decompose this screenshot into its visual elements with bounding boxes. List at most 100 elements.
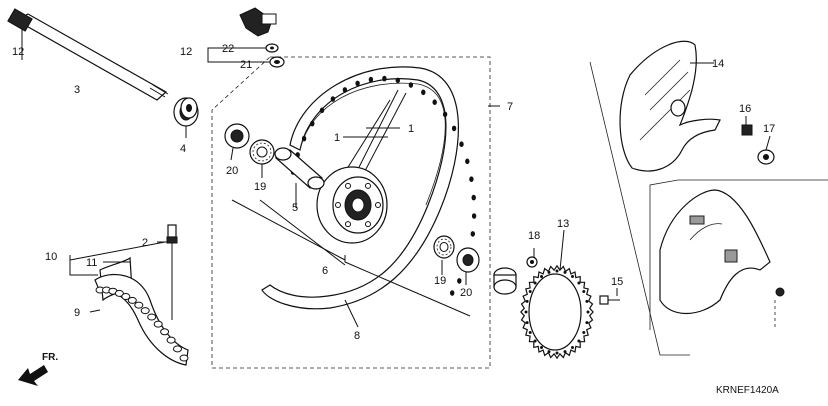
tread-knob bbox=[140, 307, 150, 315]
front-axle[interactable] bbox=[7, 8, 169, 101]
rim-hole bbox=[382, 75, 387, 82]
axle-collar[interactable] bbox=[173, 97, 199, 127]
rim[interactable] bbox=[261, 66, 477, 310]
valve-cap[interactable] bbox=[166, 224, 178, 244]
callout-3: 3 bbox=[74, 84, 80, 96]
brake-disc-holes bbox=[524, 269, 590, 355]
disc-hole bbox=[540, 275, 543, 278]
washer-22[interactable] bbox=[265, 43, 279, 53]
tread-knob bbox=[127, 296, 137, 304]
rim-spoke-holes bbox=[290, 75, 477, 296]
cover-detail-view bbox=[659, 189, 785, 330]
disc-hole bbox=[555, 269, 559, 273]
callout-14: 14 bbox=[712, 58, 724, 70]
disc-bolt[interactable] bbox=[599, 295, 620, 305]
tire-tread-knobs bbox=[95, 286, 189, 362]
rim-hole bbox=[408, 82, 414, 88]
disc-hole bbox=[563, 270, 567, 274]
brake-disc[interactable] bbox=[520, 264, 594, 360]
diagram-code: KRNEF1420A bbox=[716, 385, 779, 396]
rim-hole bbox=[457, 278, 462, 284]
tire[interactable] bbox=[94, 273, 189, 366]
rim-hole bbox=[421, 89, 426, 96]
disc-hole bbox=[571, 275, 574, 278]
bearing-right[interactable] bbox=[433, 235, 455, 259]
tread-knob bbox=[166, 336, 176, 344]
callout-20a: 20 bbox=[226, 165, 238, 177]
disc-hole bbox=[585, 299, 589, 303]
rim-hole bbox=[395, 77, 400, 84]
disc-hole bbox=[533, 281, 537, 285]
tread-knob bbox=[153, 320, 163, 328]
disc-hole bbox=[528, 290, 532, 293]
disc-hole bbox=[525, 321, 529, 325]
rim-hole bbox=[442, 111, 448, 118]
tread-knob bbox=[179, 354, 189, 362]
callout-1b: 1 bbox=[408, 123, 414, 135]
disc-hole bbox=[540, 346, 543, 349]
rim-hole bbox=[342, 87, 348, 93]
rim-hole bbox=[465, 158, 470, 165]
hub-disc-bolt-holes bbox=[335, 182, 381, 228]
disc-collar[interactable] bbox=[493, 267, 517, 295]
callout-7: 7 bbox=[507, 101, 513, 113]
rim-hole bbox=[368, 76, 374, 83]
tread-knob bbox=[173, 345, 182, 353]
tread-knob bbox=[160, 328, 170, 336]
rim-hole bbox=[470, 231, 475, 237]
rim-hole bbox=[471, 213, 477, 219]
cover-detail-frame bbox=[649, 179, 828, 330]
disc-hole bbox=[571, 346, 574, 349]
callout-20b: 20 bbox=[460, 287, 472, 299]
disc-hole bbox=[582, 331, 586, 334]
rim-hole bbox=[451, 125, 457, 132]
hub-bolt-hole bbox=[345, 182, 351, 189]
callout-9: 9 bbox=[74, 307, 80, 319]
cover-bolt[interactable] bbox=[741, 124, 753, 136]
tread-knob bbox=[121, 293, 131, 300]
disc-hole bbox=[585, 321, 589, 325]
hub-bolt-hole bbox=[335, 202, 341, 208]
disc-hole bbox=[524, 310, 528, 314]
hub-bolt-hole bbox=[375, 202, 381, 208]
dust-seal-left[interactable] bbox=[224, 123, 250, 149]
distance-collar[interactable] bbox=[274, 147, 325, 190]
tread-knob bbox=[147, 313, 157, 321]
rim-hole bbox=[471, 194, 476, 201]
disc-hole bbox=[563, 350, 567, 354]
rim-hole bbox=[432, 99, 437, 105]
rim-hole bbox=[319, 107, 325, 114]
disc-nut[interactable] bbox=[526, 256, 538, 268]
callout-12: 12 bbox=[180, 46, 192, 58]
wheel-assembly-boundary bbox=[211, 56, 491, 369]
callout-15: 15 bbox=[611, 276, 623, 288]
callout-17: 17 bbox=[763, 123, 775, 135]
hub[interactable] bbox=[316, 166, 388, 244]
callout-22: 22 bbox=[222, 43, 234, 55]
leader-lines bbox=[21, 28, 771, 328]
dust-seal-right[interactable] bbox=[456, 247, 480, 273]
disc-hole bbox=[547, 350, 551, 354]
hub-bolt-hole bbox=[365, 182, 371, 189]
cover-nut[interactable] bbox=[757, 149, 775, 165]
disc-hole bbox=[525, 299, 529, 303]
callout-8: 8 bbox=[354, 330, 360, 342]
rim-hole bbox=[301, 135, 307, 142]
disc-hole bbox=[577, 281, 581, 285]
disc-cover[interactable] bbox=[619, 40, 721, 172]
disc-hole bbox=[547, 270, 551, 274]
rim-lock-top[interactable] bbox=[239, 7, 277, 37]
rim-hole bbox=[450, 290, 455, 296]
rim-hole bbox=[355, 80, 360, 87]
hub-bolt-hole bbox=[345, 221, 351, 228]
disc-hole bbox=[582, 290, 586, 293]
bearing-left[interactable] bbox=[249, 139, 275, 165]
nut-21[interactable] bbox=[269, 56, 285, 68]
callout-11: 11 bbox=[86, 257, 97, 269]
callout-2: 2 bbox=[142, 237, 148, 249]
callout-21: 21 bbox=[240, 59, 252, 71]
rim-hole bbox=[310, 120, 315, 127]
disc-hole bbox=[586, 310, 590, 314]
direction-label: FR. bbox=[42, 352, 58, 363]
